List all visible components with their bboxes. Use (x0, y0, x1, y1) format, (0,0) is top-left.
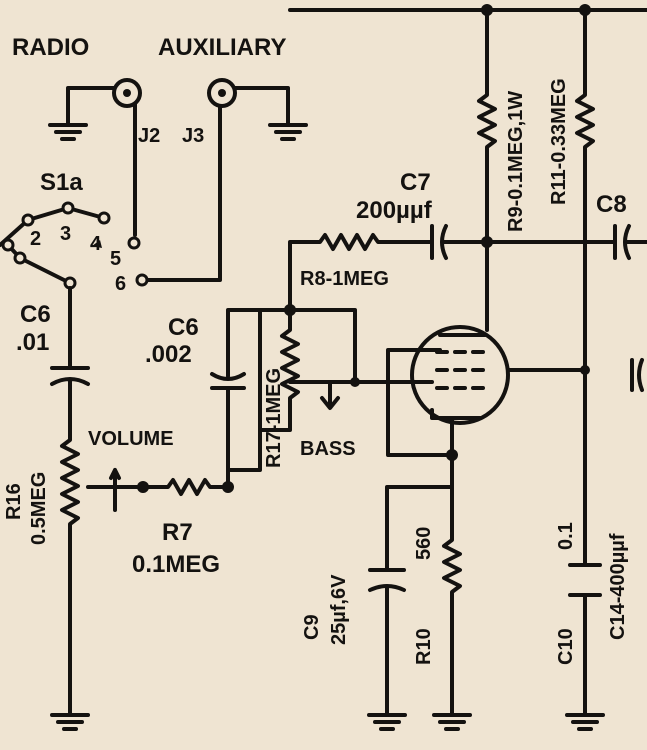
label-c9-value: 25µf,6V (328, 574, 350, 645)
label-r10-value: 560 (413, 527, 435, 560)
label-auxiliary: AUXILIARY (158, 34, 286, 61)
label-volume: VOLUME (88, 428, 174, 450)
label-c6b-value: .002 (145, 341, 192, 368)
resistor-r11 (565, 8, 605, 731)
label-pos-4: 4 (90, 233, 102, 255)
label-r11: R11-0.33MEG (548, 78, 570, 205)
label-c6b-name: C6 (168, 314, 199, 341)
label-r7-name: R7 (162, 519, 193, 546)
label-c14: C14-400µµf (607, 533, 629, 640)
plate-coupling-network (288, 224, 647, 332)
label-c10-name: C10 (555, 628, 577, 665)
label-c6a-value: .01 (16, 329, 49, 356)
label-r16-name: R16 (3, 483, 25, 520)
b-plus-rail (288, 4, 647, 16)
label-r9: R9-0.1MEG,1W (505, 91, 527, 232)
label-c10-value: 0.1 (555, 522, 577, 550)
label-c9-name: C9 (301, 614, 323, 640)
label-c8: C8 (596, 191, 627, 218)
label-bass: BASS (300, 438, 356, 460)
label-r16-value: 0.5MEG (28, 472, 50, 545)
label-radio: RADIO (12, 34, 89, 61)
label-r17: R17-1MEG (263, 368, 285, 468)
label-c7-value: 200µµf (356, 197, 433, 224)
volume-control (50, 286, 234, 731)
label-s1a: S1a (40, 169, 83, 196)
label-r10-name: R10 (413, 628, 435, 665)
label-pos-5: 5 (110, 248, 121, 270)
label-j3: J3 (182, 125, 204, 147)
label-c7-name: C7 (400, 169, 431, 196)
jack-j3 (140, 78, 308, 282)
label-r7-value: 0.1MEG (132, 551, 220, 578)
resistor-r9 (477, 8, 497, 244)
bass-control (210, 304, 360, 489)
vacuum-tube (288, 325, 644, 731)
label-c6a-name: C6 (20, 301, 51, 328)
label-pos-6: 6 (115, 273, 126, 295)
label-r8: R8-1MEG (300, 268, 389, 290)
jack-j2 (48, 78, 142, 237)
label-pos-2: 2 (30, 228, 41, 250)
label-j2: J2 (138, 125, 160, 147)
label-pos-3: 3 (60, 223, 71, 245)
